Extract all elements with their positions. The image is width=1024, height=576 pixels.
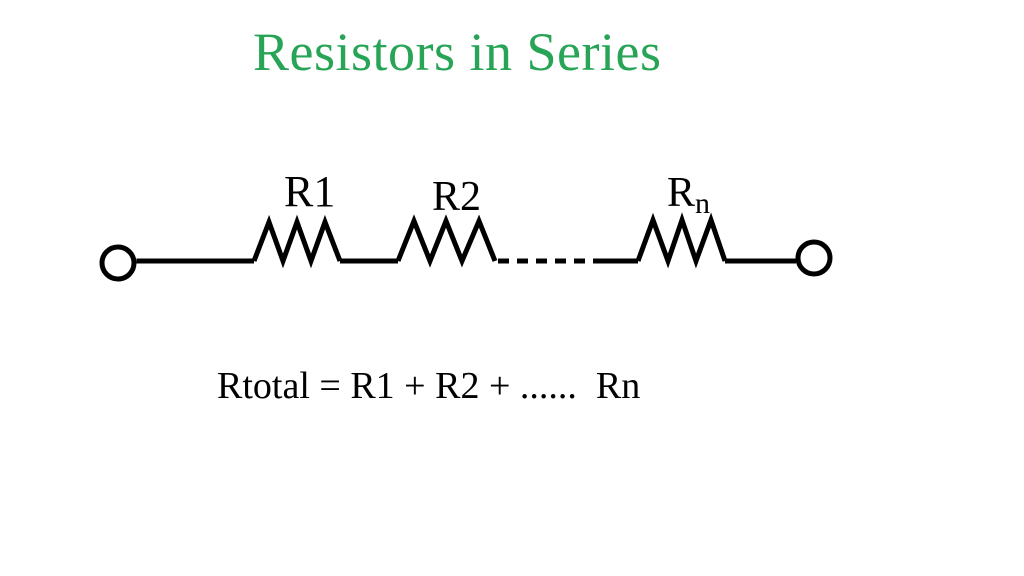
resistor-label-rn: Rn — [667, 170, 710, 219]
resistor-label-rn-subscript: n — [695, 187, 711, 220]
series-total-formula: Rtotal = R1 + R2 + ...... Rn — [217, 365, 641, 407]
resistor-r1-symbol — [251, 214, 343, 269]
resistor-label-r1: R1 — [284, 167, 336, 216]
resistor-rn-symbol — [635, 212, 728, 269]
page-title: Resistors in Series — [253, 22, 662, 82]
resistor-label-r2: R2 — [432, 174, 482, 220]
left-terminal-icon — [99, 244, 137, 282]
right-terminal-icon — [795, 239, 833, 277]
resistor-r2-symbol — [395, 214, 498, 268]
resistor-label-rn-base: R — [667, 170, 696, 216]
